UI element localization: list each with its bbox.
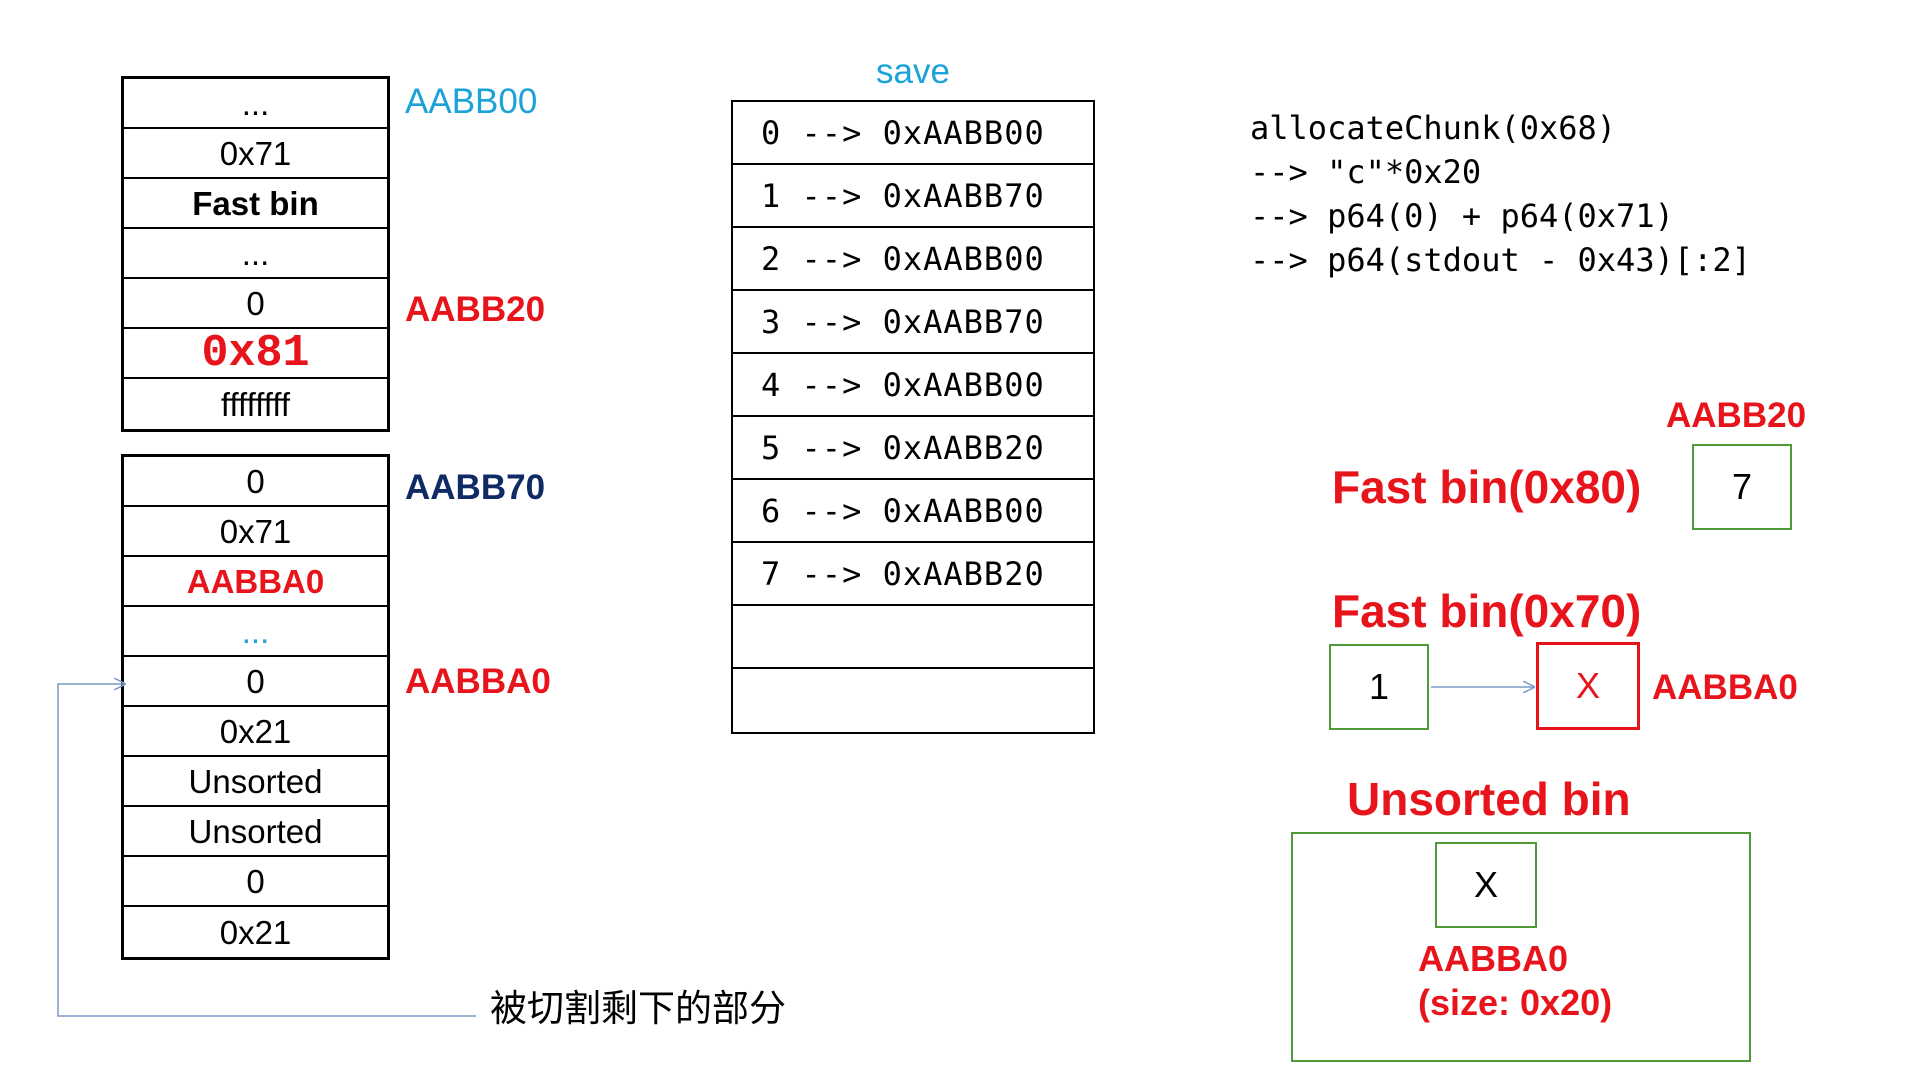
save-row: 3 --> 0xAABB70 [733,291,1093,354]
fastbin70-address: AABBA0 [1652,668,1798,707]
fastbin70-title: Fast bin(0x70) [1332,585,1642,637]
fastbin80-chunk: 7 [1692,444,1792,530]
chunk-cell: ffffffff [220,385,291,423]
chunk-cell: 0x21 [124,707,387,757]
chunk-cell: 0 [124,857,387,907]
chunk-cell-fd: AABBA0 [124,557,387,607]
chunk-cell: ... [124,607,387,657]
save-row: 0 --> 0xAABB00 [733,102,1093,165]
unsorted-bin-frame [1291,832,1751,1062]
code-line: --> p64(stdout - 0x43)[:2] [1250,241,1751,279]
save-row: 2 --> 0xAABB00 [733,228,1093,291]
unsorted-chunk: X [1435,842,1537,928]
code-line: allocateChunk(0x68) [1250,109,1617,147]
save-row: 5 --> 0xAABB20 [733,417,1093,480]
chunk-cell: Fast bin [124,179,387,229]
fastbin80-title: Fast bin(0x80) [1332,461,1642,513]
chunk-cell: 0x71 [124,507,387,557]
code-line: --> p64(0) + p64(0x71) [1250,197,1674,235]
fastbin80-address: AABB20 [1666,396,1807,435]
address-label: AABB20 [405,290,546,329]
chunk-cell: 0 [124,279,387,329]
chunk-cell: Unsorted [124,807,387,857]
chunk-cell: ... [124,79,387,129]
chunk-cell: 0 [124,657,387,707]
code-snippet: allocateChunk(0x68) --> "c"*0x20 --> p64(0… [1250,106,1751,282]
heap-chunk-bottom: 0 0x71 AABBA0 ... 0 0x21 Unsorted Unsort… [121,454,390,960]
chunk-cell: 0 [124,457,387,507]
unsorted-size: (size: 0x20) [1418,982,1613,1023]
unsorted-address: AABBA0 [1418,938,1569,979]
save-row: 6 --> 0xAABB00 [733,480,1093,543]
chunk-cell-highlight: 0x81 [124,329,387,379]
address-label: AABB00 [405,82,538,121]
save-row: 4 --> 0xAABB00 [733,354,1093,417]
chunk-cell: 0x71 [124,129,387,179]
save-table: 0 --> 0xAABB00 1 --> 0xAABB70 2 --> 0xAA… [731,100,1095,734]
chunk-cell: ... [124,229,387,279]
leftover-pointer-arrow [57,684,476,1017]
unsorted-title: Unsorted bin [1347,773,1631,825]
save-row: 1 --> 0xAABB70 [733,165,1093,228]
fastbin70-next-chunk: X [1536,642,1640,730]
code-line: --> "c"*0x20 [1250,153,1482,191]
heap-chunk-top: ... 0x71 Fast bin ... 0 0x81 ffffffff [121,76,390,432]
save-title: save [876,52,950,91]
save-row: 7 --> 0xAABB20 [733,543,1093,606]
chunk-cell: 0x21 [219,913,292,951]
address-label: AABBA0 [405,662,551,701]
fastbin70-head-chunk: 1 [1329,644,1429,730]
address-label: AABB70 [405,468,546,507]
chunk-cell: Unsorted [124,757,387,807]
save-row-empty [733,606,1093,669]
leftover-note: 被切割剩下的部分 [490,988,786,1029]
